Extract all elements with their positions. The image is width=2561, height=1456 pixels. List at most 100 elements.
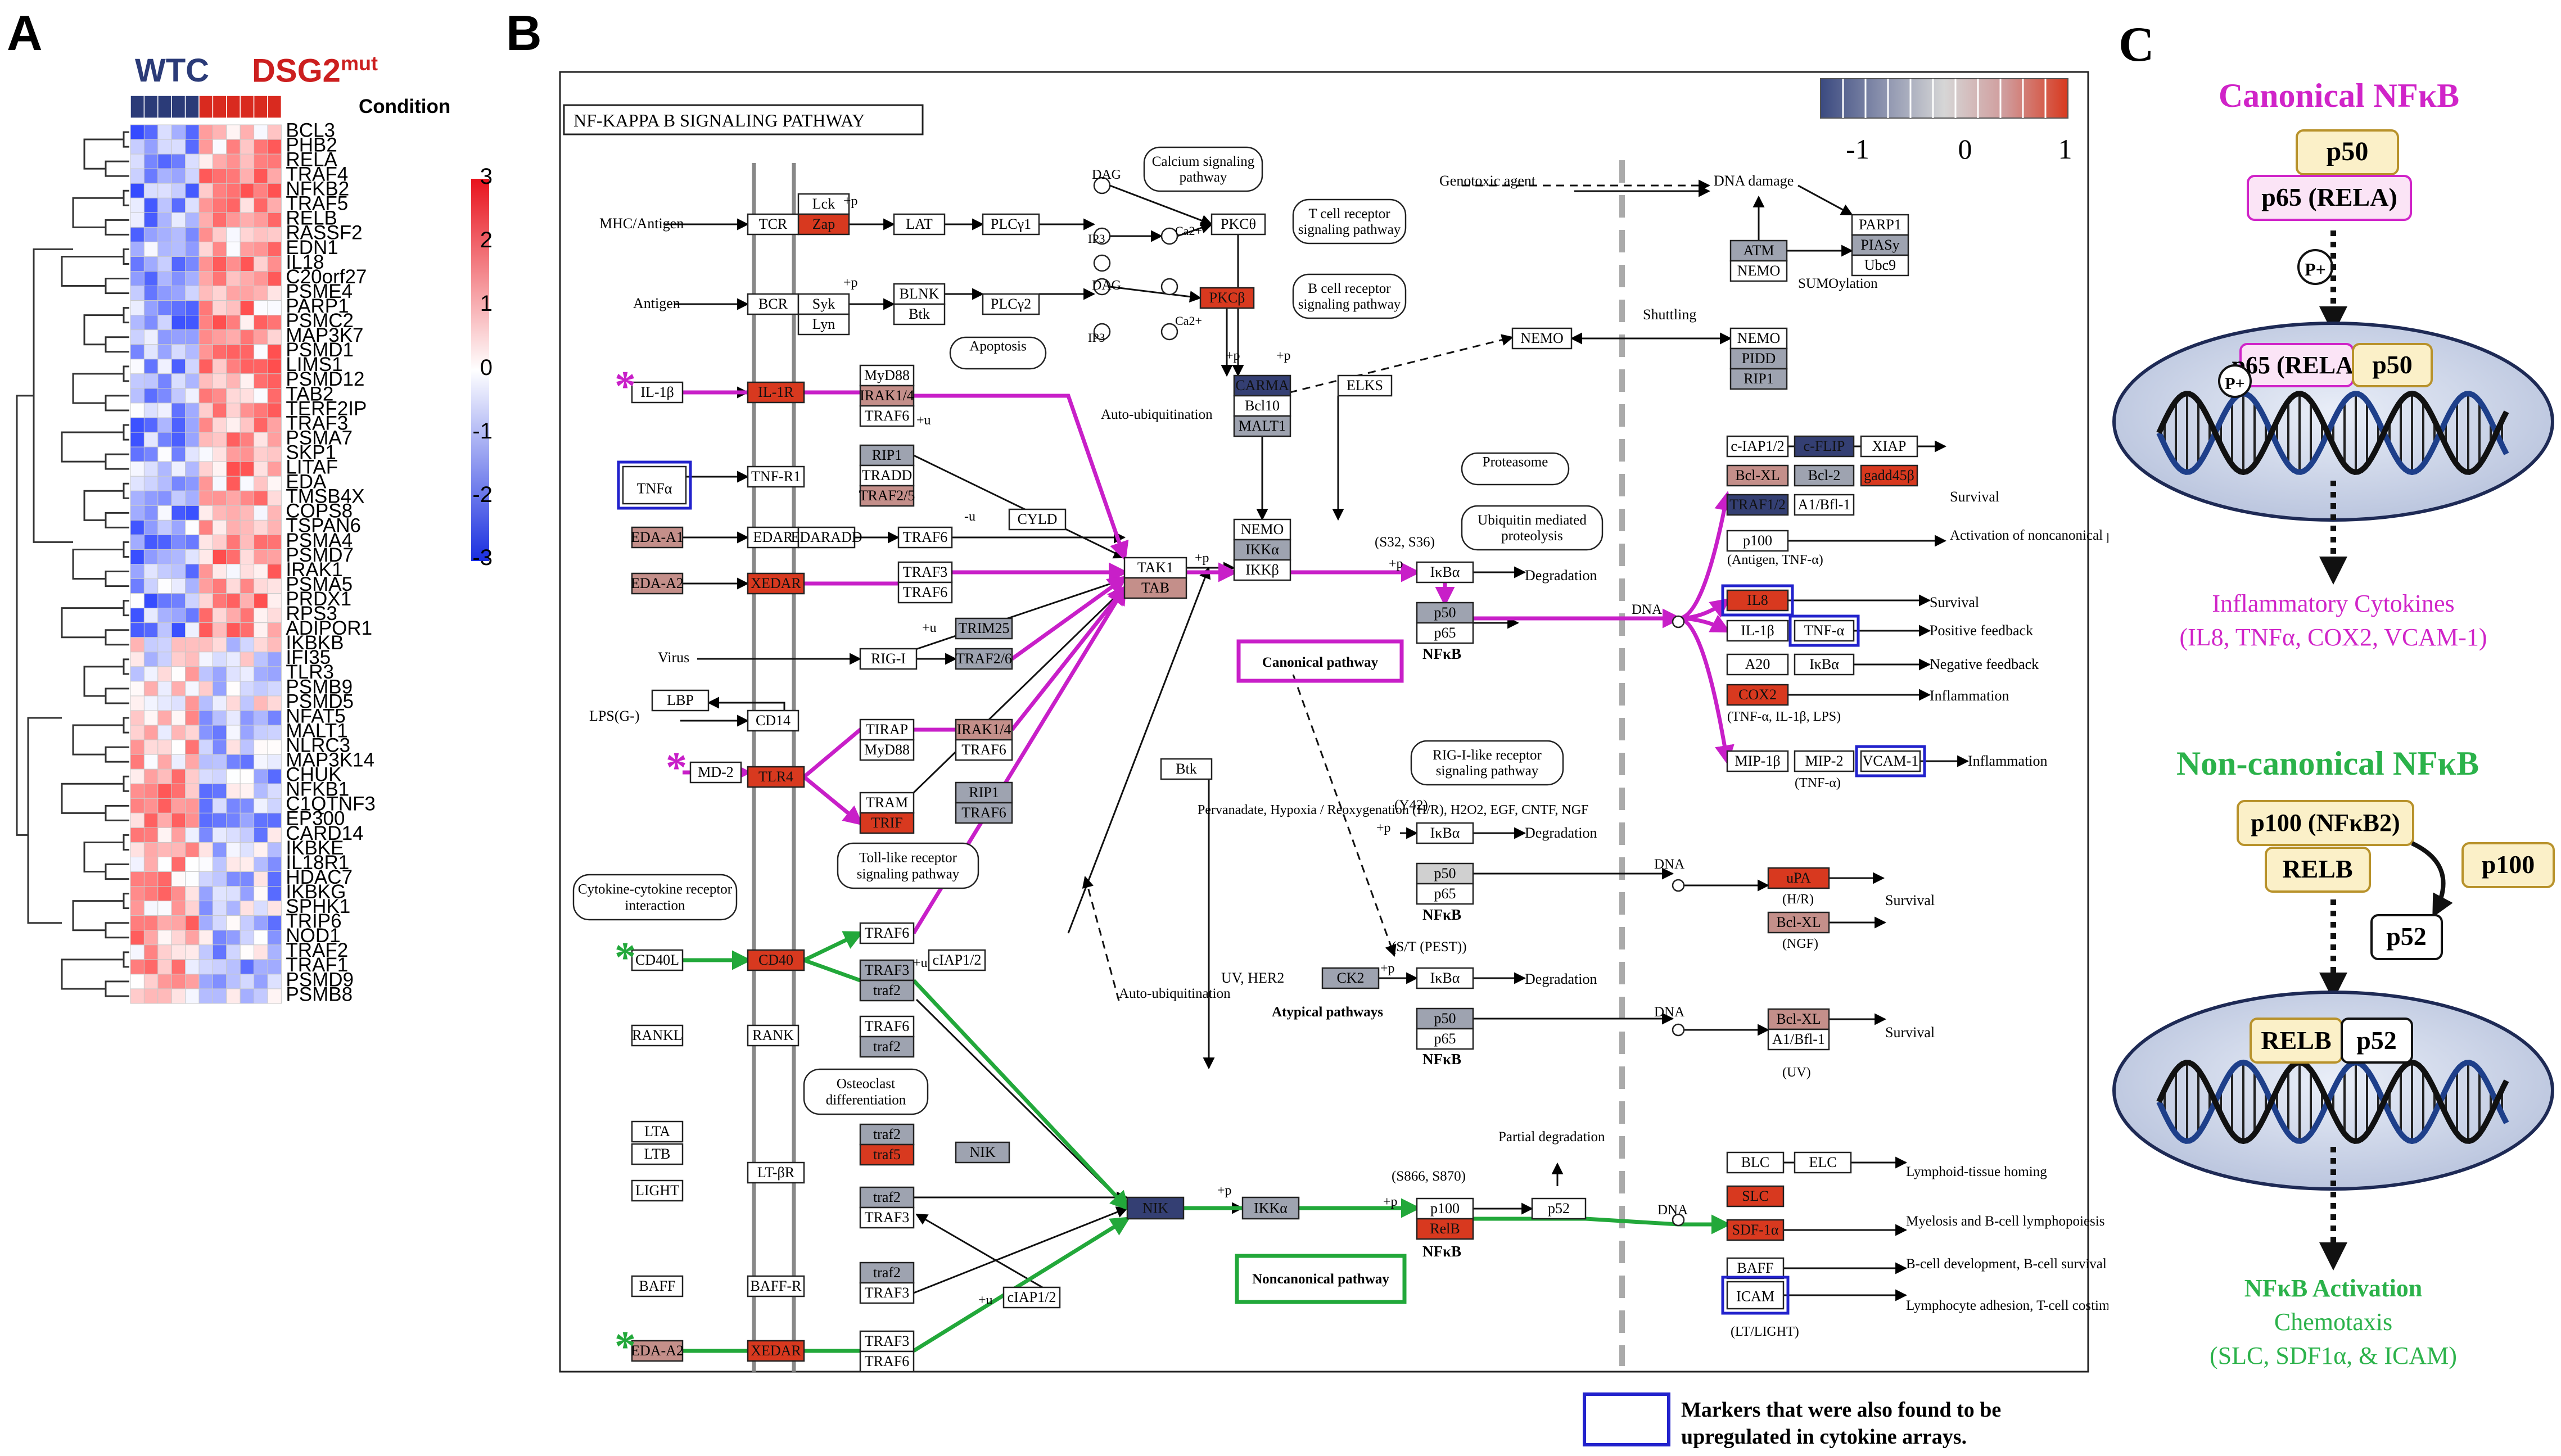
heatmap-cell bbox=[157, 710, 172, 726]
heatmap-cell bbox=[240, 930, 255, 946]
heatmap-cell bbox=[267, 505, 282, 521]
pathway-label-ip3: IP3 bbox=[1088, 232, 1105, 246]
heatmap-cell bbox=[130, 578, 144, 594]
heatmap-cell bbox=[212, 505, 227, 521]
canonical-output-1: Inflammatory Cytokines bbox=[2212, 590, 2454, 617]
pathway-label-mhc: MHC/Antigen bbox=[599, 215, 684, 232]
heatmap-cell bbox=[185, 608, 200, 623]
gene-label: PSME4 bbox=[286, 281, 353, 302]
heatmap-cell bbox=[171, 490, 186, 506]
gene-node-tnfr1 bbox=[747, 465, 805, 488]
gene-node-ciap bbox=[1002, 1286, 1061, 1309]
heatmap-cell bbox=[267, 534, 282, 550]
heatmap-cell bbox=[171, 944, 186, 960]
heatmap-cell bbox=[226, 329, 241, 345]
gene-node-traf3 bbox=[897, 561, 953, 584]
scale-tick: -2 bbox=[472, 482, 493, 507]
condition-cell bbox=[157, 95, 172, 119]
heatmap-cell bbox=[143, 300, 159, 316]
gene-node-label: Zap bbox=[812, 216, 835, 232]
dendrogram-branch bbox=[72, 373, 124, 404]
heatmap-cell bbox=[185, 212, 200, 228]
heatmap-cell bbox=[226, 695, 241, 711]
gene-node-label: TRAF6 bbox=[903, 529, 947, 545]
heatmap-cell bbox=[171, 812, 186, 828]
heatmap-cell bbox=[157, 666, 172, 682]
heatmap-cell bbox=[267, 286, 282, 301]
heatmap-cell bbox=[130, 344, 144, 360]
pathway-label-nfkb: NFκB bbox=[1422, 645, 1461, 662]
heatmap-cell bbox=[267, 988, 282, 1004]
heatmap-cell bbox=[143, 256, 159, 272]
pathway-edge bbox=[1177, 222, 1213, 237]
pathway-label-survival: Survival bbox=[1885, 1024, 1935, 1041]
gene-node-label: p100 bbox=[1430, 1200, 1460, 1217]
heatmap-cell bbox=[254, 988, 268, 1004]
pathway-edge bbox=[913, 1206, 1128, 1294]
pathway-ref-ubprot bbox=[1461, 505, 1604, 551]
heatmap-cell bbox=[212, 461, 227, 477]
heatmap-cell bbox=[254, 124, 268, 140]
pathway-ref-label: pathway bbox=[1180, 170, 1227, 185]
heatmap-cell bbox=[198, 300, 213, 316]
heatmap-cell bbox=[198, 446, 213, 462]
dendrogram-branch bbox=[105, 922, 129, 939]
heatmap-cell bbox=[254, 417, 268, 433]
heatmap-cell bbox=[185, 930, 200, 946]
heatmap-cell bbox=[240, 959, 255, 975]
gene-label: CHUK bbox=[286, 764, 341, 786]
heatmap-cell bbox=[157, 739, 172, 755]
gene-node-label: PLCγ1 bbox=[991, 216, 1031, 232]
heatmap-cell bbox=[267, 388, 282, 404]
gene-label: MAP3K14 bbox=[286, 749, 374, 771]
gene-node-ciap12 bbox=[1726, 435, 1789, 458]
heatmap-cell bbox=[171, 637, 186, 653]
heatmap-cell bbox=[240, 739, 255, 755]
pathway-label-dna: DNA bbox=[1632, 602, 1662, 617]
heatmap-cell bbox=[143, 652, 159, 667]
heatmap-cell bbox=[254, 286, 268, 301]
gene-node-label: TAB bbox=[1141, 580, 1169, 596]
heatmap-cell bbox=[267, 886, 282, 902]
heatmap-cell bbox=[130, 930, 144, 946]
pathway-ref-label: T cell receptor bbox=[1308, 206, 1390, 221]
scale-tick: -1 bbox=[472, 419, 493, 444]
protein-p65 bbox=[2247, 175, 2412, 221]
pathway-edge bbox=[1797, 184, 1853, 216]
pathway-label-canonical: Canonical pathway bbox=[1262, 655, 1379, 670]
heatmap-cell bbox=[212, 315, 227, 331]
heatmap-cell bbox=[240, 886, 255, 902]
gene-node-vcam1 bbox=[1860, 750, 1921, 772]
gene-node-cd40 bbox=[747, 949, 805, 971]
gene-node-label: MyD88 bbox=[864, 367, 910, 383]
pathway-edge bbox=[1109, 286, 1202, 303]
gene-node-baffr bbox=[747, 1275, 805, 1297]
pathway-label-negfb: Negative feedback bbox=[1930, 656, 2039, 672]
heatmap-cell bbox=[240, 329, 255, 345]
heatmap-cell bbox=[240, 212, 255, 228]
gene-node-traf3 bbox=[859, 1282, 915, 1304]
heatmap-cell bbox=[226, 271, 241, 287]
gene-node-label: TRAF3 bbox=[903, 564, 947, 580]
gene-node-label: LT-βR bbox=[757, 1164, 795, 1181]
gene-node-label: PLCγ2 bbox=[991, 296, 1031, 312]
heatmap-cell bbox=[240, 300, 255, 316]
heatmap-cell bbox=[240, 710, 255, 726]
gene-label: RPS3 bbox=[286, 603, 337, 625]
heatmap-cell bbox=[185, 446, 200, 462]
gene-node-label: XEDAR bbox=[751, 1342, 801, 1359]
heatmap-cell bbox=[171, 344, 186, 360]
heatmap-cell bbox=[240, 974, 255, 989]
heatmap-cell bbox=[212, 988, 227, 1004]
gene-node-label: COX2 bbox=[1738, 686, 1777, 703]
gene-node-label: NIK bbox=[969, 1144, 995, 1160]
gene-node-ikkb bbox=[1233, 559, 1291, 581]
gene-node-p100 bbox=[1726, 530, 1789, 552]
heatmap-cell bbox=[130, 959, 144, 975]
heatmap-cell bbox=[212, 417, 227, 433]
dendrogram-branch bbox=[123, 834, 129, 851]
heatmap-cell bbox=[185, 549, 200, 565]
heatmap-cell bbox=[226, 286, 241, 301]
heatmap-cell bbox=[130, 271, 144, 287]
heatmap-cell bbox=[130, 168, 144, 184]
